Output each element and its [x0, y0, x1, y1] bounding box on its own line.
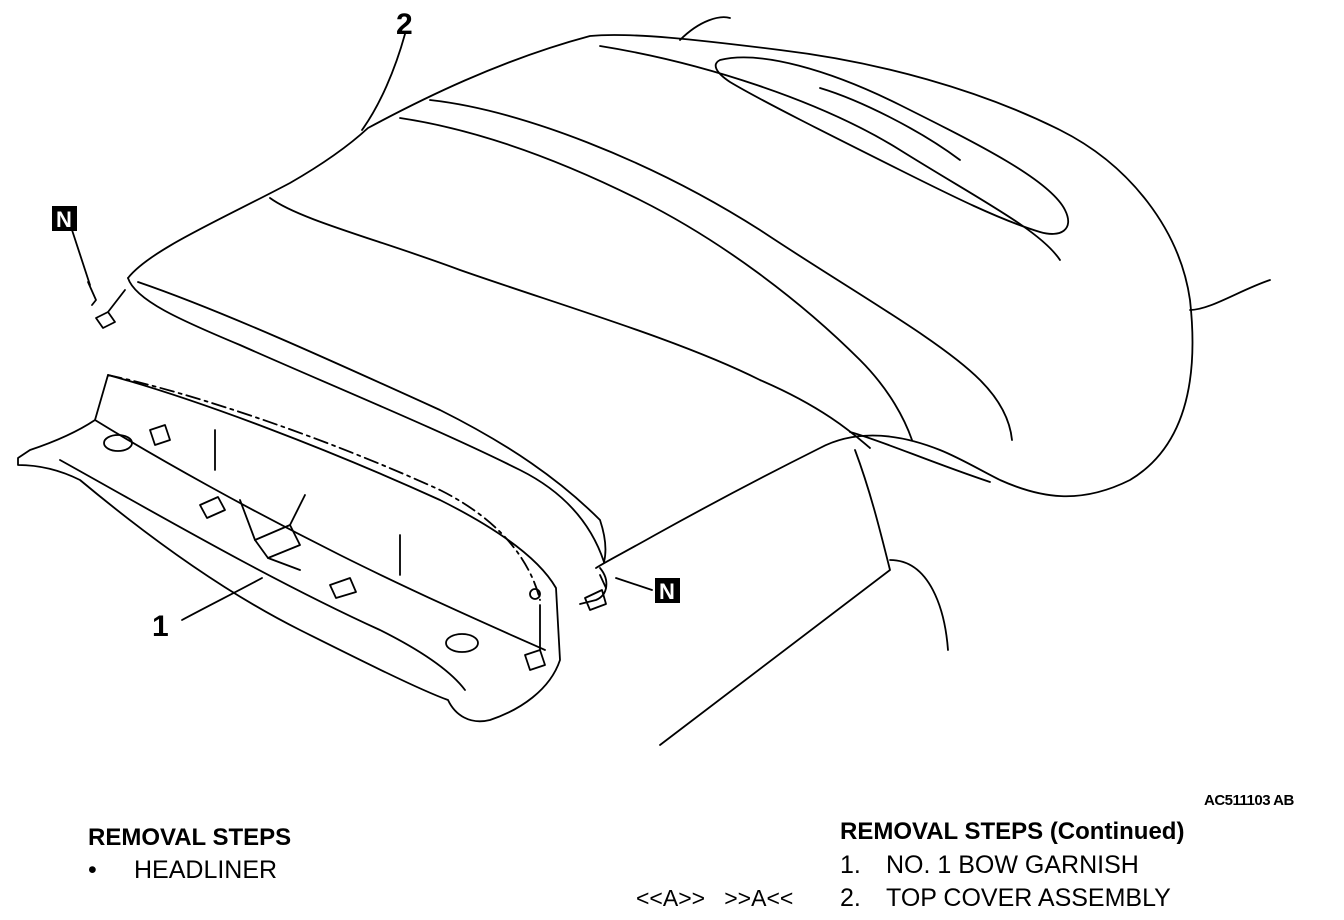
svg-text:N: N: [56, 207, 72, 232]
n-symbol-right: N: [655, 578, 680, 604]
procedure-marks: <<A>> >>A<<: [636, 885, 794, 911]
callout-leader-1: [181, 577, 263, 621]
step-headliner: HEADLINER: [134, 856, 278, 884]
figure-id: AC511103 AB: [1204, 792, 1294, 809]
n-symbol-left: N: [52, 206, 77, 232]
top-cover-assembly: [127, 16, 1271, 746]
step-bow-garnish: NO. 1 BOW GARNISH: [886, 851, 1139, 879]
svg-text:N: N: [659, 579, 675, 604]
step-top-cover-assembly: TOP COVER ASSEMBLY: [886, 884, 1171, 912]
step-number-1: 1.: [840, 851, 861, 879]
step-bullet: •: [88, 856, 97, 884]
step-number-2: 2.: [840, 884, 861, 912]
removal-steps-continued-heading: REMOVAL STEPS (Continued): [840, 818, 1185, 845]
callout-leader-2: [361, 33, 406, 131]
callout-number-1: 1: [152, 610, 169, 643]
fastener-right: [584, 574, 653, 611]
removal-steps-heading: REMOVAL STEPS: [88, 824, 292, 851]
fastener-left: [71, 229, 126, 329]
bow-garnish: [17, 374, 561, 723]
callout-number-2: 2: [396, 8, 413, 41]
